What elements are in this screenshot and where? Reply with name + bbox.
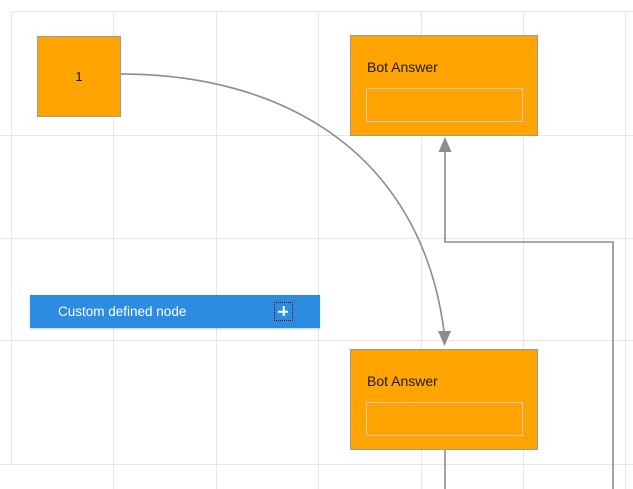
custom-defined-node-bar[interactable]: Custom defined node <box>30 295 320 328</box>
node-bot-answer-top-title: Bot Answer <box>367 59 438 75</box>
plus-icon[interactable] <box>274 302 293 321</box>
node-bot-answer-bottom[interactable]: Bot Answer <box>350 349 538 450</box>
node-bot-answer-top[interactable]: Bot Answer <box>350 35 538 136</box>
node-bot-answer-top-slot[interactable] <box>366 88 523 122</box>
node-start-label: 1 <box>75 69 83 84</box>
arrowhead-up-icon <box>438 137 452 152</box>
custom-defined-node-label: Custom defined node <box>58 303 187 319</box>
arrowhead-down-icon <box>438 331 451 346</box>
node-bot-answer-bottom-slot[interactable] <box>366 402 523 436</box>
node-bot-answer-bottom-title: Bot Answer <box>367 373 438 389</box>
node-start[interactable]: 1 <box>37 36 121 117</box>
